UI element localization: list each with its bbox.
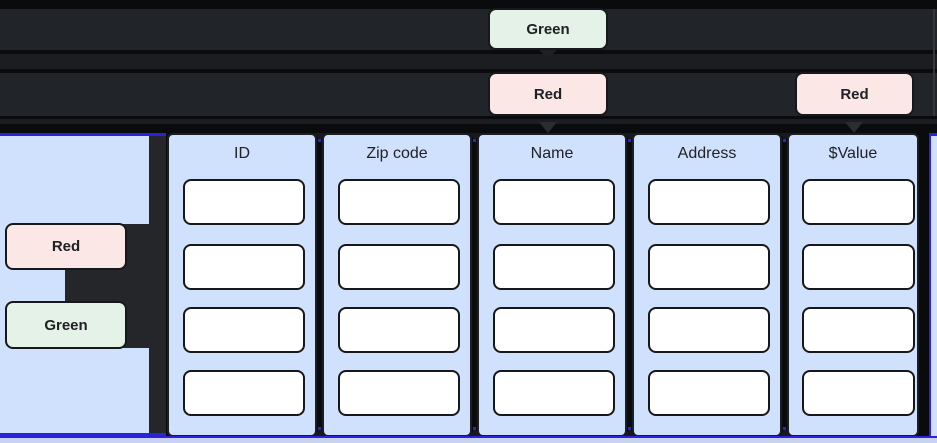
- table-cell[interactable]: [802, 307, 915, 353]
- right-partial-column: [931, 136, 937, 437]
- table-cell[interactable]: [802, 370, 915, 416]
- dark-table-row-1: [0, 9, 937, 50]
- gap-connector-arrow-down-icon: [623, 133, 636, 140]
- table-cell[interactable]: [802, 179, 915, 225]
- right-partial-column-selection-border: [929, 133, 931, 437]
- table-column-address: Address: [632, 133, 782, 437]
- table-cell[interactable]: [648, 370, 770, 416]
- gap-connector-endpoint: [783, 427, 786, 430]
- table-cell[interactable]: [648, 179, 770, 225]
- green-column-badge-label: Green: [44, 316, 88, 334]
- left-panel-selection-border-top: [0, 133, 166, 136]
- table-cell[interactable]: [493, 179, 615, 225]
- table-cell[interactable]: [338, 307, 460, 353]
- left-panel-dark-strip: [149, 136, 166, 433]
- red-row-badge-left-label: Red: [533, 85, 563, 103]
- table-cell[interactable]: [493, 370, 615, 416]
- table-column-zip-code: Zip code: [322, 133, 472, 437]
- green-badge-pointer-icon: [539, 50, 557, 58]
- table-cell[interactable]: [338, 179, 460, 225]
- table-cell[interactable]: [648, 244, 770, 290]
- red-badge-left-pointer-icon: [539, 122, 557, 133]
- gap-connector-endpoint: [628, 427, 631, 430]
- table-column-name: Name: [477, 133, 627, 437]
- column-header: $Value: [828, 145, 878, 162]
- red-row-badge-left[interactable]: Red: [488, 72, 608, 116]
- table-cell[interactable]: [183, 179, 305, 225]
- red-row-badge-right-label: Red: [840, 85, 869, 103]
- gap-connector-arrow-down-icon: [313, 133, 326, 140]
- dark-table-row-2: [0, 73, 937, 116]
- table-cell[interactable]: [183, 307, 305, 353]
- bottom-selection-line: [0, 436, 937, 438]
- table-cell[interactable]: [648, 307, 770, 353]
- gap-connector-endpoint: [318, 139, 321, 142]
- red-row-badge-right[interactable]: Red: [795, 72, 914, 116]
- gap-connector-arrow-up-icon: [778, 429, 791, 436]
- table-column-id: ID: [167, 133, 317, 437]
- right-partial-column-selection-border-top: [929, 133, 937, 136]
- column-header: ID: [234, 145, 250, 162]
- gap-connector-endpoint: [628, 139, 631, 142]
- dark-table-right-edge: [933, 9, 935, 116]
- table-cell[interactable]: [338, 244, 460, 290]
- red-badge-right-pointer-icon: [845, 122, 863, 133]
- gap-connector-arrow-down-icon: [778, 133, 791, 140]
- table-column--value: $Value: [787, 133, 919, 437]
- table-cell[interactable]: [183, 244, 305, 290]
- table-cell[interactable]: [802, 244, 915, 290]
- gap-connector-endpoint: [783, 139, 786, 142]
- green-row-badge[interactable]: Green: [488, 8, 608, 50]
- red-column-badge-label: Red: [51, 238, 81, 255]
- table-cell[interactable]: [493, 244, 615, 290]
- table-cell[interactable]: [493, 307, 615, 353]
- gap-connector-endpoint: [473, 427, 476, 430]
- gap-connector-arrow-down-icon: [468, 133, 481, 140]
- bottom-strip: [0, 438, 937, 443]
- gap-connector-endpoint: [473, 139, 476, 142]
- green-column-badge[interactable]: Green: [5, 301, 127, 349]
- table-cell[interactable]: [183, 370, 305, 416]
- dark-table-row-divider-2: [0, 119, 937, 124]
- gap-connector-arrow-up-icon: [313, 429, 326, 436]
- red-column-badge[interactable]: Red: [5, 223, 127, 270]
- gap-connector-arrow-up-icon: [623, 429, 636, 436]
- column-header: Address: [677, 145, 737, 162]
- left-panel-selection-border-bottom: [0, 433, 166, 436]
- dark-table-row-divider-1: [0, 54, 937, 69]
- table-cell[interactable]: [338, 370, 460, 416]
- green-row-badge-label: Green: [526, 20, 570, 38]
- column-header: Name: [530, 145, 574, 162]
- gap-connector-endpoint: [318, 427, 321, 430]
- gap-connector-arrow-up-icon: [468, 429, 481, 436]
- column-header: Zip code: [366, 145, 428, 162]
